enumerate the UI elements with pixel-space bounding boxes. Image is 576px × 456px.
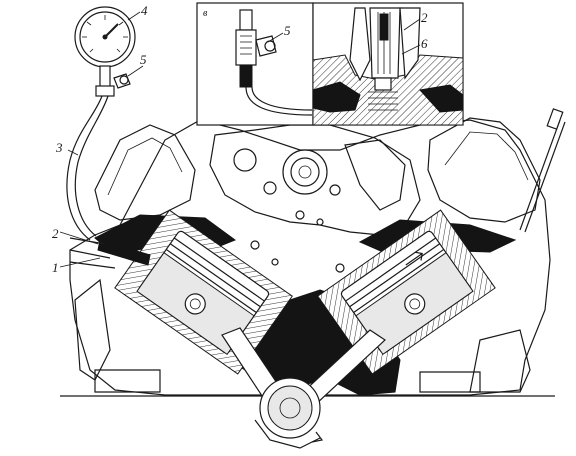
inset-valve-check: в xyxy=(196,2,314,126)
callout-2-inset: 2 xyxy=(421,10,428,25)
callout-5-inset: 5 xyxy=(284,23,291,38)
inset-head-section xyxy=(312,2,464,126)
left-cylinder xyxy=(114,209,293,375)
inset-tag-label: в xyxy=(203,8,208,19)
callout-1: 1 xyxy=(52,260,59,275)
dipstick xyxy=(519,108,566,233)
callout-labels: 1 2 3 4 5 2 6 5 xyxy=(52,3,428,275)
right-cylinder xyxy=(317,209,496,375)
crank-mechanism xyxy=(221,327,386,449)
callout-4: 4 xyxy=(141,3,148,18)
callout-3: 3 xyxy=(55,140,63,155)
compression-gauge xyxy=(66,6,136,241)
callout-2: 2 xyxy=(52,226,59,241)
callout-5: 5 xyxy=(140,52,147,67)
callout-6-inset: 6 xyxy=(421,36,428,51)
leader-lines xyxy=(59,11,421,268)
